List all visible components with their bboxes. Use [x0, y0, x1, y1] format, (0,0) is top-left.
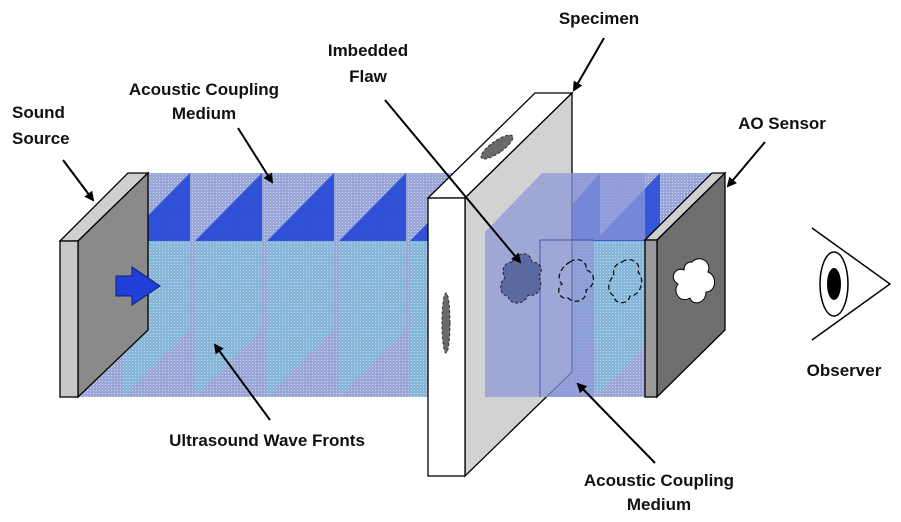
ao-sensor — [643, 171, 727, 399]
coupling-medium-bottom-label-line2: Medium — [627, 495, 691, 514]
specimen-label: Specimen — [559, 9, 639, 28]
eye-icon — [811, 227, 892, 341]
sound-source — [58, 171, 161, 399]
sound-source-pointer — [62, 159, 95, 202]
coupling-medium-top-label-line1: Acoustic Coupling — [129, 80, 279, 99]
observer-label: Observer — [807, 361, 882, 380]
labels: Sound Source Acoustic Coupling Medium Im… — [12, 9, 882, 514]
wave-front — [339, 173, 406, 397]
pointer-arrows — [62, 37, 766, 464]
ao-sensor-label: AO Sensor — [738, 114, 826, 133]
sound-source-label-line2: Source — [12, 129, 70, 148]
wave-front — [267, 173, 334, 397]
ultrasound-wave-fronts-label: Ultrasound Wave Fronts — [169, 431, 365, 450]
imbedded-flaw-label-line1: Imbedded — [328, 41, 408, 60]
coupling-medium-top-label-line2: Medium — [172, 104, 236, 123]
imbedded-flaw — [500, 253, 643, 304]
wave-front — [195, 173, 262, 397]
right-arrow-icon — [115, 266, 161, 306]
coupling-medium-bottom-pointer — [576, 382, 656, 464]
imbedded-flaw-pointer — [384, 99, 522, 264]
ao-sensor-pointer — [726, 141, 766, 188]
specimen-pointer — [573, 37, 605, 92]
sound-source-label-line1: Sound — [12, 103, 65, 122]
coupling-medium-top-pointer — [237, 127, 274, 184]
wave-fronts-pointer — [213, 343, 271, 421]
coupling-medium-bottom-label-line1: Acoustic Coupling — [584, 471, 734, 490]
imbedded-flaw-label-line2: Flaw — [349, 67, 388, 86]
